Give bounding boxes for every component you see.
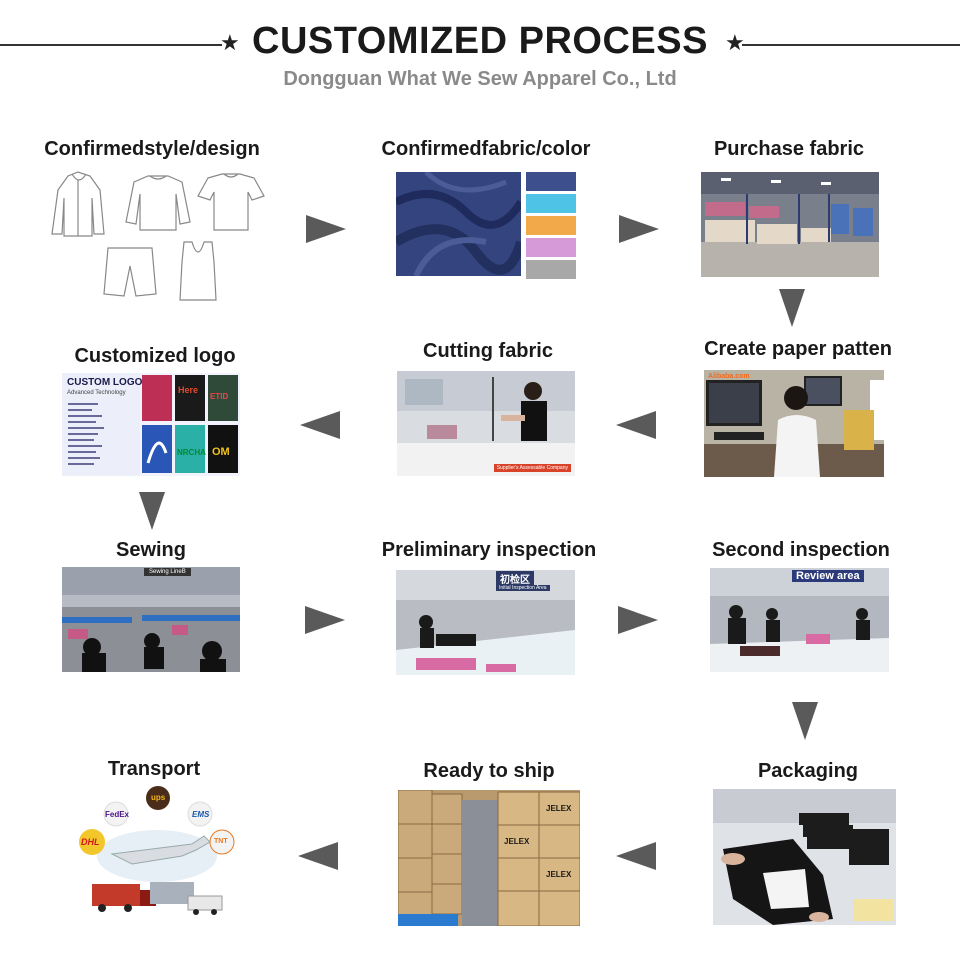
second-inspection-image: Review area [710,568,889,672]
svg-text:Here: Here [178,385,198,395]
triangle-arrow-icon [300,411,340,439]
customized-logo-image: Here ETID NRCHA OM CUSTOM LOGO Advanced … [62,373,240,476]
triangle-arrow-icon [618,606,658,634]
carton-brand-label: JELEX [546,870,572,879]
preliminary-inspection-subsign: Initial Inspection Area [496,585,550,591]
triangle-arrow-icon [298,842,338,870]
step-label-purchase-fabric: Purchase fabric [713,138,865,160]
preliminary-inspection-image: 初检区 Initial Inspection Area [396,570,575,675]
step-label-ready-to-ship: Ready to ship [423,760,555,782]
step-label-sewing: Sewing [115,539,186,561]
star-icon: ★ [725,30,745,55]
alibaba-logo: Alibaba.com [708,373,750,380]
step-label-fabric-color: Confirmedfabric/color [381,138,591,160]
custom-logo-subheading: Advanced Technology [67,390,126,396]
triangle-arrow-icon [779,289,805,327]
step-label-customized-logo: Customized logo [74,345,236,367]
tnt-logo: TNT [214,838,228,845]
sewing-line-image: Sewing LineB [62,567,240,672]
fedex-logo: FedEx [105,810,130,819]
sewing-line-sign: Sewing LineB [144,568,191,576]
ups-logo: ups [151,793,166,802]
dhl-logo: DHL [81,837,100,847]
fabric-knit-image [396,172,521,276]
carton-brand-label: JELEX [504,837,530,846]
triangle-arrow-icon [306,215,346,243]
step-label-transport: Transport [107,758,201,780]
page-title: CUSTOMIZED PROCESS [252,20,708,62]
carton-brand-label: JELEX [546,804,572,813]
custom-logo-heading: CUSTOM LOGO [67,377,143,388]
triangle-arrow-icon [619,215,659,243]
cutting-caption: Supplier's Assessable Company [493,464,571,472]
header-rule-left [0,44,222,46]
ems-logo: EMS [192,810,210,819]
header-rule-right [742,44,960,46]
packaging-image [713,789,896,925]
color-swatch-cyan [526,194,576,213]
color-swatch-orange [526,216,576,235]
svg-text:OM: OM [212,446,230,458]
color-swatch-grey [526,260,576,279]
ready-to-ship-image: JELEX JELEX JELEX [398,790,580,926]
step-label-cutting-fabric: Cutting fabric [423,340,553,362]
color-swatch-pink [526,238,576,257]
step-label-style-design: Confirmedstyle/design [44,138,260,160]
step-label-second-inspection: Second inspection [712,539,890,561]
step-label-paper-pattern: Create paper patten [704,338,892,360]
paper-pattern-image: Alibaba.com [704,370,884,477]
fabric-warehouse-image [701,172,879,277]
triangle-arrow-icon [139,492,165,530]
garment-sketches-image [44,168,270,304]
svg-text:ETID: ETID [210,392,228,401]
triangle-arrow-icon [305,606,345,634]
triangle-arrow-icon [616,842,656,870]
company-subtitle: Dongguan What We Sew Apparel Co., Ltd [283,68,677,90]
step-label-packaging: Packaging [757,760,859,782]
cutting-fabric-image: Supplier's Assessable Company [397,371,575,476]
star-icon: ★ [220,30,240,55]
review-area-sign: Review area [792,570,864,582]
svg-text:NRCHA: NRCHA [177,448,206,457]
triangle-arrow-icon [792,702,818,740]
transport-image: FedEx ups EMS DHL TNT [72,784,242,920]
step-label-preliminary-inspection: Preliminary inspection [381,539,597,561]
triangle-arrow-icon [616,411,656,439]
preliminary-inspection-sign: 初检区 [496,571,534,586]
color-swatch-navy [526,172,576,191]
